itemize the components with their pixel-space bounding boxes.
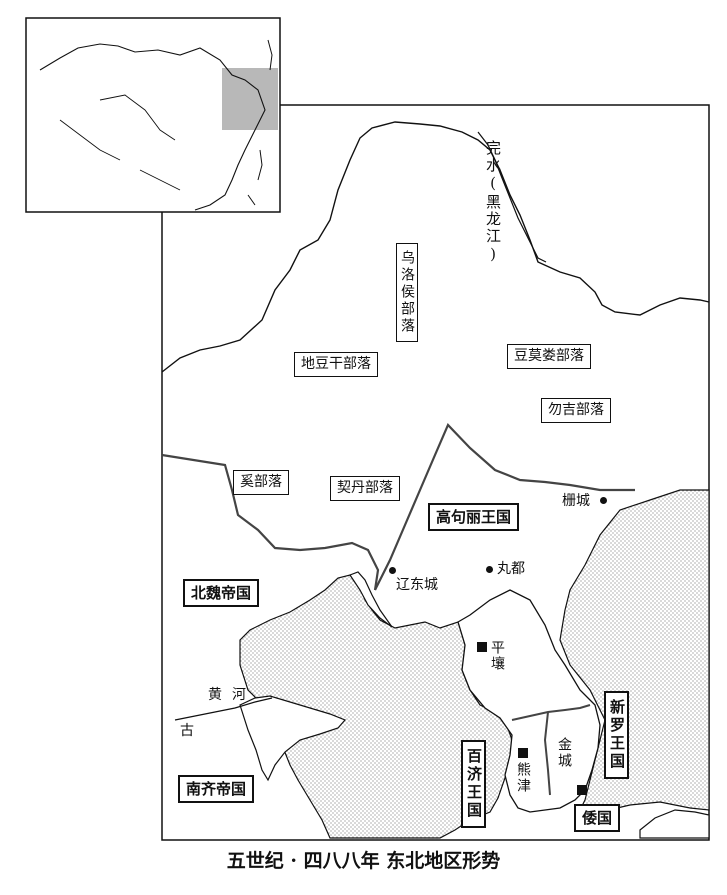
city-pingrang-marker bbox=[477, 642, 487, 652]
state-southern-qi: 南齐帝国 bbox=[178, 775, 255, 803]
tribe-wuji: 勿吉部落 bbox=[541, 398, 611, 423]
inset-coast bbox=[39, 43, 266, 211]
amur-river bbox=[477, 131, 547, 263]
state-silla: 新罗王国 bbox=[604, 691, 629, 779]
city-zhacheng: 栅城 bbox=[562, 493, 590, 509]
city-liaodong: 辽东城 bbox=[396, 577, 438, 593]
yellow-river bbox=[174, 697, 273, 721]
tribe-doumolou: 豆莫娄部落 bbox=[507, 344, 591, 369]
map-caption: 五世纪 · 四八八年 东北地区形势 bbox=[226, 850, 501, 872]
city-jincheng-marker bbox=[577, 785, 587, 795]
state-baekje: 百济王国 bbox=[461, 740, 486, 828]
inset-borders bbox=[59, 94, 181, 191]
tribe-qidan: 契丹部落 bbox=[330, 476, 400, 501]
state-northern-wei: 北魏帝国 bbox=[183, 579, 260, 607]
city-xiongjin-marker bbox=[518, 748, 528, 758]
state-wa: 倭国 bbox=[574, 804, 621, 832]
inset-highlight bbox=[222, 68, 278, 130]
border-silla-west bbox=[543, 711, 551, 796]
shandong-peninsula bbox=[239, 695, 347, 782]
city-xiongjin: 熊津 bbox=[515, 762, 531, 794]
city-pingrang: 平壤 bbox=[489, 640, 505, 672]
wa-island bbox=[639, 809, 710, 839]
state-goguryeo: 高句丽王国 bbox=[428, 503, 520, 531]
korean-peninsula bbox=[457, 589, 601, 813]
tribe-xi: 奚部落 bbox=[233, 470, 289, 495]
river-wanshui: 完水(黑龙江) bbox=[484, 140, 502, 265]
city-zhacheng-marker bbox=[600, 497, 607, 504]
city-liaodong-marker bbox=[389, 567, 396, 574]
border-goguryeo-west bbox=[374, 423, 635, 591]
north-coast bbox=[161, 121, 710, 373]
city-wandu: 丸都 bbox=[497, 561, 525, 577]
liaodong-peninsula bbox=[349, 571, 393, 628]
tribe-didougan: 地豆干部落 bbox=[294, 352, 378, 377]
river-ancient: 古 bbox=[180, 723, 194, 739]
city-wandu-marker bbox=[486, 566, 493, 573]
border-baekje-silla bbox=[511, 704, 591, 721]
inset-islands bbox=[247, 39, 273, 206]
river-yellow: 黄河 bbox=[208, 687, 256, 703]
city-jincheng: 金城 bbox=[556, 737, 572, 769]
border-xi-wei bbox=[161, 453, 380, 591]
tribe-wuluohou: 乌洛侯部落 bbox=[396, 243, 418, 342]
